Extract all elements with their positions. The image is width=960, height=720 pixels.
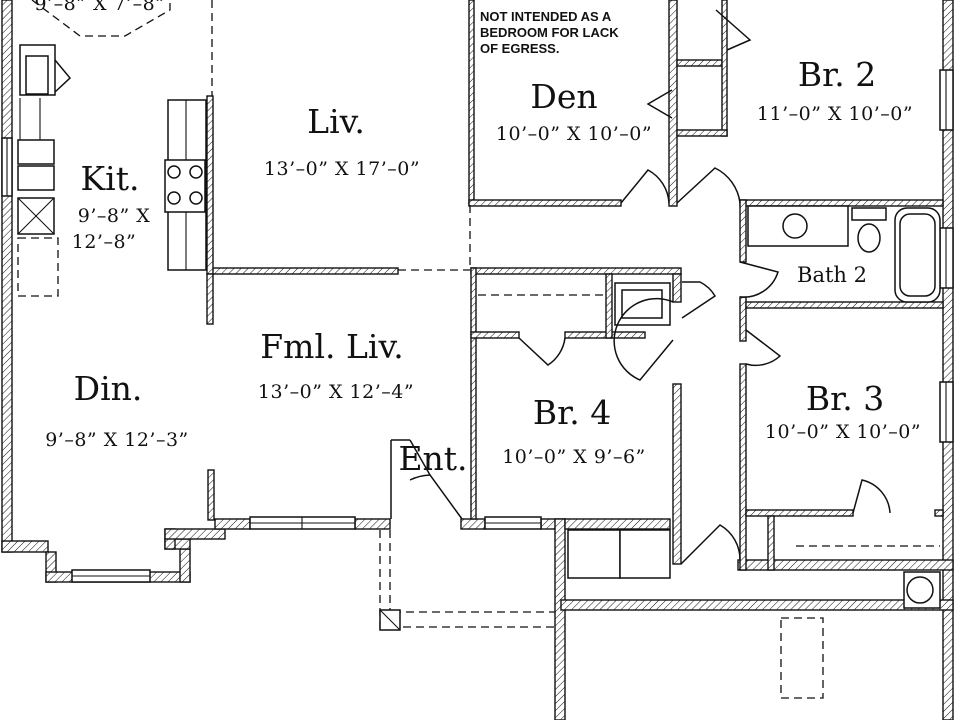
bedroom-2-dimensions: 11’–0” X 10’–0” xyxy=(757,103,913,125)
entry-label: Ent. xyxy=(398,439,467,478)
family-living-label: Fml. Liv. xyxy=(260,327,403,366)
dining-dimensions: 9’–8” X 12’–3” xyxy=(45,429,189,451)
egress-note-line3: OF EGRESS. xyxy=(480,41,559,56)
top-room-dimensions: 9’–8” X 7’–8” xyxy=(35,0,166,15)
room-labels: 9’–8” X 7’–8” Kit. 9’–8” X 12’–8” Liv. 1… xyxy=(35,0,921,478)
bedroom-4-dimensions: 10’–0” X 9’–6” xyxy=(502,446,646,468)
bedroom-4-label: Br. 4 xyxy=(533,393,611,432)
den-dimensions: 10’–0” X 10’–0” xyxy=(496,123,652,145)
living-label: Liv. xyxy=(307,102,365,141)
interior-walls xyxy=(206,0,944,571)
kitchen-label: Kit. xyxy=(81,159,140,198)
family-living-dimensions: 13’–0” X 12’–4” xyxy=(258,381,414,403)
kitchen-dimensions-line2: 12’–8” xyxy=(72,231,137,253)
den-label: Den xyxy=(530,77,597,116)
kitchen-dimensions-line1: 9’–8” X xyxy=(78,205,151,227)
bath-2-label: Bath 2 xyxy=(797,263,867,287)
kitchen-fixtures xyxy=(17,44,207,297)
bedroom-3-dimensions: 10’–0” X 10’–0” xyxy=(765,421,921,443)
windows xyxy=(1,69,954,583)
egress-note-line2: BEDROOM FOR LACK xyxy=(480,25,619,40)
living-dimensions: 13’–0” X 17’–0” xyxy=(264,158,420,180)
egress-note-line1: NOT INTENDED AS A xyxy=(480,9,612,24)
door-swings xyxy=(409,9,891,565)
bedroom-2-label: Br. 2 xyxy=(798,55,876,94)
dining-label: Din. xyxy=(74,369,143,408)
bath-fixtures xyxy=(478,205,941,609)
dashed-lines xyxy=(31,0,824,699)
bedroom-3-label: Br. 3 xyxy=(806,379,884,418)
